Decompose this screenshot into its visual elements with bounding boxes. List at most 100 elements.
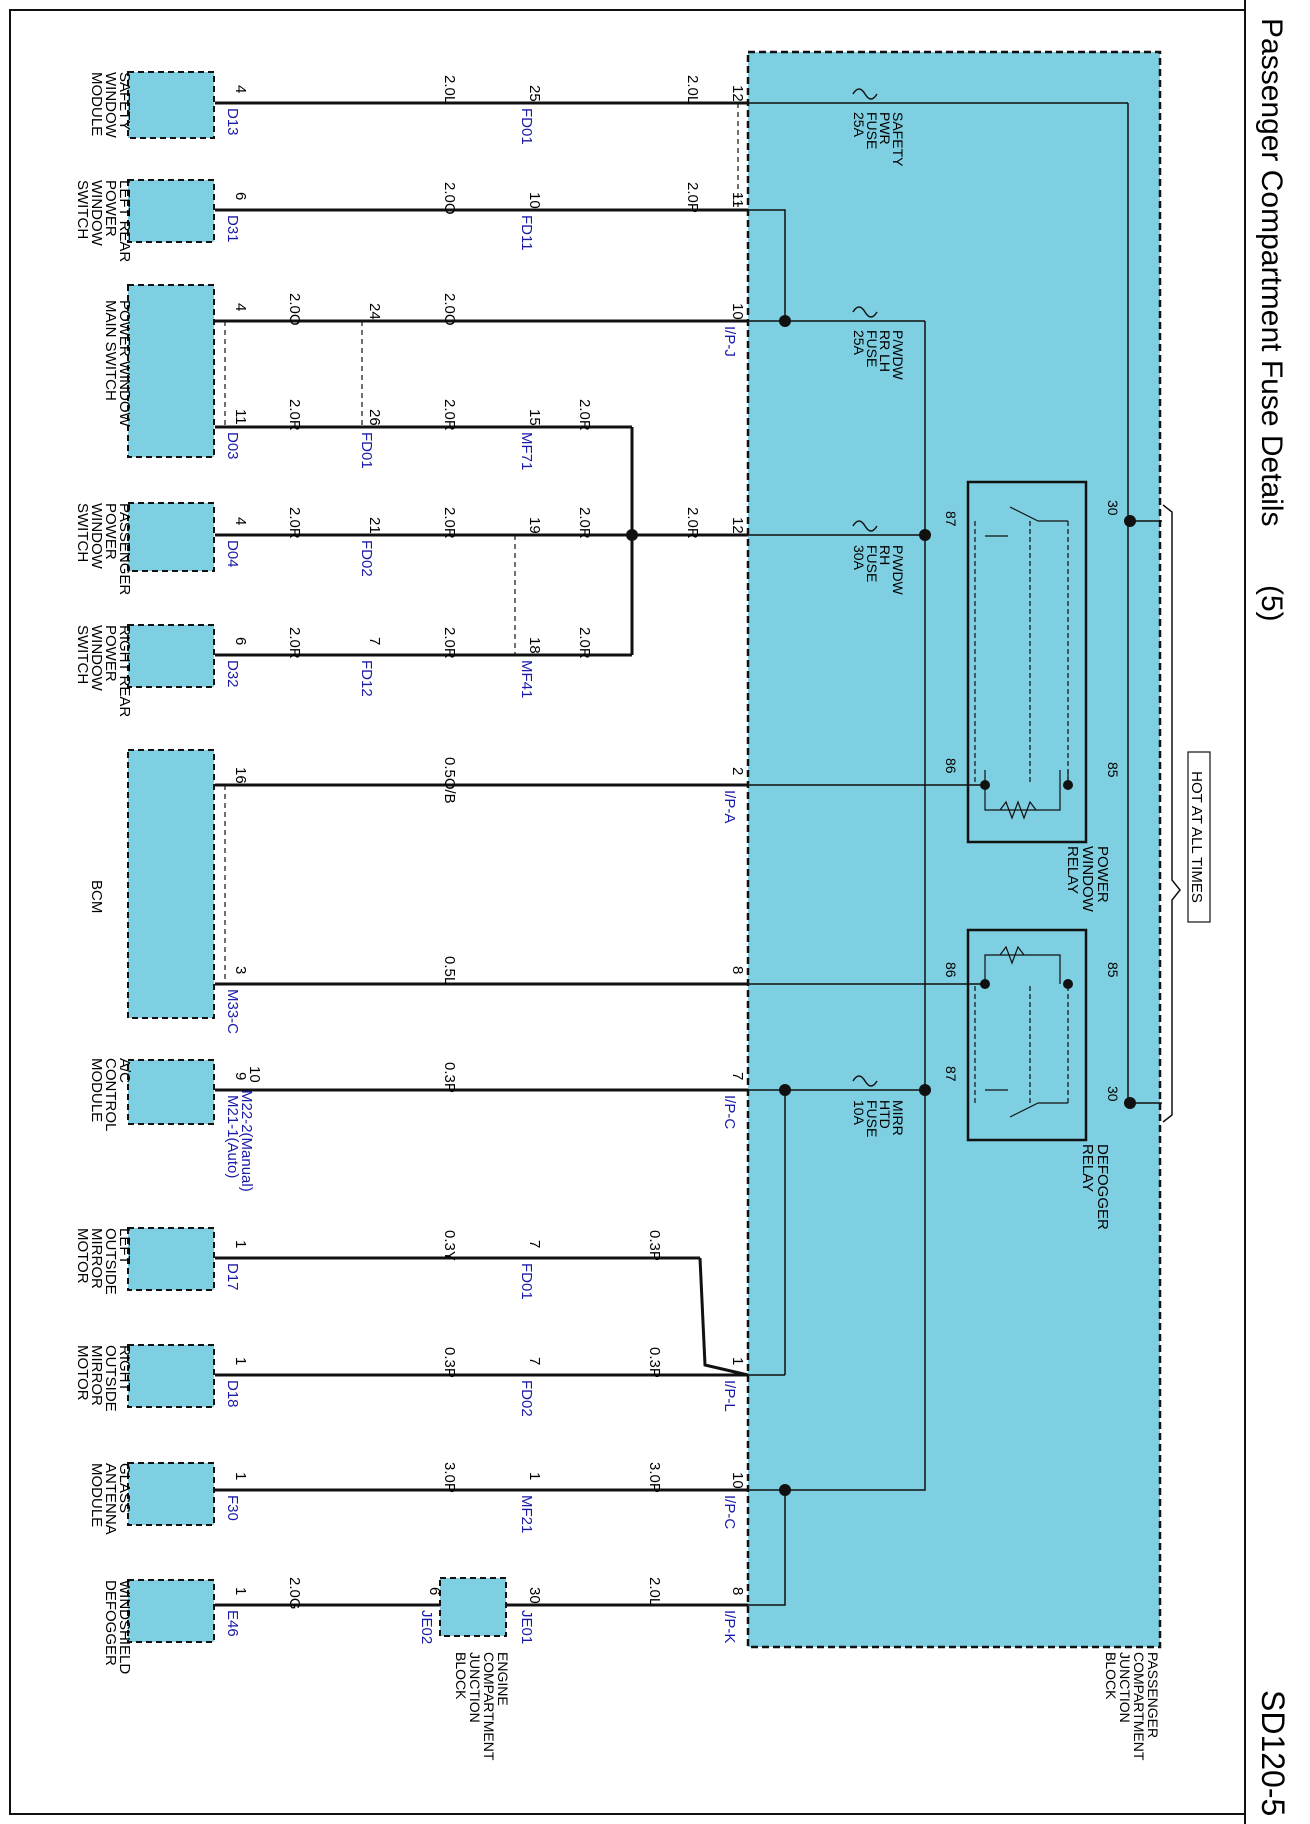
component-10-label-line: WINDSHIELD bbox=[116, 1580, 133, 1674]
inline-pin: 7 bbox=[366, 637, 383, 645]
pcjb-label-line: BLOCK bbox=[1103, 1652, 1119, 1700]
inline-connector: MF41 bbox=[518, 660, 535, 698]
component-pin: 6 bbox=[232, 192, 249, 200]
component-pin: 1 bbox=[232, 1472, 249, 1480]
component-connector: D31 bbox=[224, 215, 241, 243]
inline-connector: FD02 bbox=[518, 1380, 535, 1417]
component-9-label-line: ANTENNA bbox=[102, 1463, 119, 1535]
component-0-label-line: SAFETY bbox=[116, 72, 133, 130]
box-bcm bbox=[127, 749, 215, 1019]
component-7-label-line: LEFT bbox=[116, 1228, 133, 1265]
hot-label-box bbox=[1187, 751, 1211, 923]
inline-connector: JE01 bbox=[518, 1610, 535, 1644]
inline-pin: 15 bbox=[526, 409, 543, 426]
component-8-label-line: RIGHT bbox=[116, 1345, 133, 1392]
wire-spec: 2.0R bbox=[441, 399, 458, 431]
wire-spec: 2.0P bbox=[684, 182, 701, 213]
component-4-label-line: RIGHT REAR bbox=[116, 625, 133, 717]
component-connector: D17 bbox=[224, 1263, 241, 1291]
component-6-label-line: MODULE bbox=[88, 1058, 105, 1122]
box-safety-window-module bbox=[127, 71, 215, 139]
relay-pin: 30 bbox=[1105, 1086, 1121, 1102]
wire-spec: 2.0R bbox=[576, 627, 593, 659]
inline-pin: 26 bbox=[366, 409, 383, 426]
wire-spec: 2.0L bbox=[441, 75, 458, 104]
box-left-mirror bbox=[127, 1227, 215, 1291]
component-3-label-line: PASSENGER bbox=[116, 503, 133, 595]
component-pin: 1 bbox=[232, 1357, 249, 1365]
wire-spec: 3.0P bbox=[441, 1462, 458, 1493]
component-0-label-line: MODULE bbox=[88, 72, 105, 136]
fuse-1-label-line: FUSE bbox=[864, 330, 880, 367]
component-1-label-line: WINDOW bbox=[88, 180, 105, 247]
fuse-0-label-line: FUSE bbox=[864, 112, 880, 149]
component-10-label-line: DEFOGGER bbox=[102, 1580, 119, 1666]
component-pin: 1 bbox=[232, 1240, 249, 1248]
component-connector: D03 bbox=[224, 432, 241, 460]
box-left-rear-switch bbox=[127, 179, 215, 243]
component-3-label-line: POWER bbox=[102, 503, 119, 560]
wire-spec: 0.5O/B bbox=[441, 757, 458, 804]
page-number: (5) bbox=[1255, 585, 1288, 622]
wire-spec: 0.3P bbox=[441, 1062, 458, 1093]
box-windshield-defogger bbox=[127, 1579, 215, 1643]
component-connector: M22-2(Manual) bbox=[238, 1090, 255, 1192]
inline-connector: FD02 bbox=[358, 540, 375, 577]
fuse-3-label-line: MIRR bbox=[890, 1100, 906, 1136]
component-pin: 11 bbox=[232, 409, 249, 425]
component-4-label-line: WINDOW bbox=[88, 625, 105, 692]
component-3-label-line: WINDOW bbox=[88, 503, 105, 570]
inline-connector: FD01 bbox=[358, 432, 375, 469]
fuse-0-label-line: PWR bbox=[877, 112, 893, 145]
component-2-label-line: POWER WINDOW bbox=[116, 300, 133, 427]
component-9-label-line: GLASS bbox=[116, 1463, 133, 1513]
relay-pin: 87 bbox=[943, 511, 959, 527]
component-pin: 4 bbox=[232, 517, 249, 525]
relay-pin: 85 bbox=[1105, 762, 1121, 778]
component-1-label-line: LEFT REAR bbox=[116, 180, 133, 262]
box-glass-antenna bbox=[127, 1462, 215, 1526]
inline-pin: 21 bbox=[366, 517, 383, 534]
component-connector: F30 bbox=[224, 1495, 241, 1521]
wire-spec: 2.0R bbox=[286, 627, 303, 659]
component-5-label-line: BCM bbox=[88, 880, 105, 913]
component-pin: 9 bbox=[232, 1072, 249, 1080]
component-1-label-line: POWER bbox=[102, 180, 119, 237]
hot-label: HOT AT ALL TIMES bbox=[1188, 771, 1205, 903]
passenger-junction-block bbox=[746, 50, 1162, 1649]
box-engine-junction bbox=[439, 1577, 507, 1637]
inline-pin: 6 bbox=[426, 1587, 443, 1595]
component-6-label-line: CONTROL bbox=[102, 1058, 119, 1131]
inline-pin: 19 bbox=[526, 517, 543, 534]
jb-pin: 10 bbox=[729, 303, 746, 320]
box-ac-control bbox=[127, 1059, 215, 1125]
component-pin: 16 bbox=[232, 767, 249, 784]
component-pin: 1 bbox=[232, 1587, 249, 1595]
jb-connector: I/P-K bbox=[721, 1610, 738, 1643]
hot-bracket bbox=[1162, 504, 1181, 1123]
shared-connector-links bbox=[224, 103, 739, 984]
component-4-label-line: SWITCH bbox=[74, 625, 91, 684]
ecjb-label-line: BLOCK bbox=[453, 1652, 469, 1700]
power-window-relay-label-line: RELAY bbox=[1064, 846, 1081, 894]
relay-pin: 87 bbox=[943, 1066, 959, 1082]
inline-connector: FD01 bbox=[518, 108, 535, 145]
harness-wires bbox=[215, 101, 749, 1607]
power-window-relay-label-line: POWER bbox=[1094, 846, 1111, 903]
wire-spec: 2.0R bbox=[576, 399, 593, 431]
fuse-2-label-line: P/WDW bbox=[890, 545, 906, 596]
jb-pin: 10 bbox=[729, 1472, 746, 1489]
component-1-label-line: SWITCH bbox=[74, 180, 91, 239]
relay-pin: 86 bbox=[943, 758, 959, 774]
box-right-rear-switch bbox=[127, 624, 215, 688]
component-pin: 4 bbox=[232, 85, 249, 93]
component-connector: D13 bbox=[224, 108, 241, 136]
wire-spec: 0.3Y bbox=[441, 1230, 458, 1261]
fuse-3-label-line: FUSE bbox=[864, 1100, 880, 1137]
jb-connector: I/P-A bbox=[721, 790, 738, 823]
component-7-label-line: OUTSIDE bbox=[102, 1228, 119, 1295]
defogger-relay-label-line: RELAY bbox=[1079, 1144, 1096, 1192]
fuse-0-label-line: SAFETY bbox=[890, 112, 906, 167]
wire-spec: 2.0R bbox=[441, 507, 458, 539]
fuse-2-label-line: FUSE bbox=[864, 545, 880, 582]
